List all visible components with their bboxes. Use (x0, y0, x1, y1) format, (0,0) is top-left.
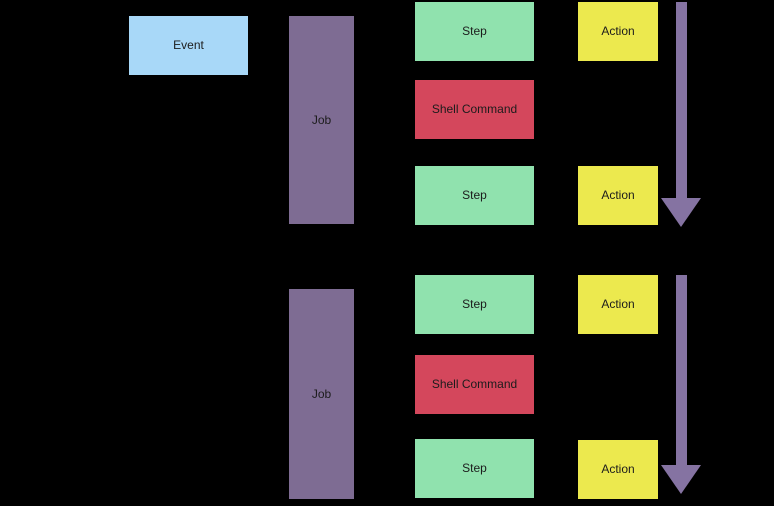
shell-command-node: Shell Command (415, 355, 534, 414)
step-node: Step (415, 166, 534, 225)
action-node: Action (578, 275, 658, 334)
step-node: Step (415, 275, 534, 334)
step-node: Step (415, 439, 534, 498)
shell-command-node: Shell Command (415, 80, 534, 139)
step-node: Step (415, 2, 534, 61)
job-node: Job (289, 289, 354, 499)
action-node: Action (578, 2, 658, 61)
down-arrow-icon (661, 465, 701, 494)
action-node: Action (578, 440, 658, 499)
event-node: Event (129, 16, 248, 75)
job-node: Job (289, 16, 354, 224)
action-node: Action (578, 166, 658, 225)
down-arrow-shaft (676, 275, 687, 465)
down-arrow-shaft (676, 2, 687, 198)
down-arrow-icon (661, 198, 701, 227)
